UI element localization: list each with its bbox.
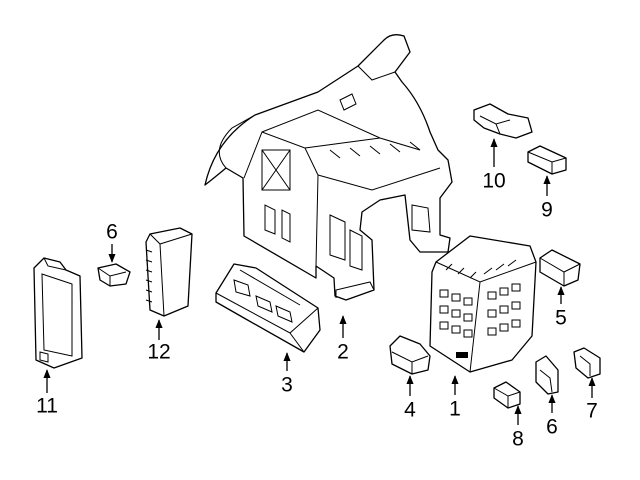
callout-6-right: 6: [546, 415, 558, 439]
part-10-clip: [473, 103, 533, 139]
part-6-fuse-left: [97, 263, 131, 287]
callout-1: 1: [449, 397, 461, 421]
part-6-fuse-right: [535, 355, 559, 395]
callout-5: 5: [555, 306, 567, 330]
callout-7: 7: [586, 399, 598, 423]
callout-2: 2: [337, 340, 349, 364]
part-2-bracket: [204, 34, 453, 301]
callout-8: 8: [512, 427, 524, 451]
callout-12: 12: [147, 340, 171, 364]
callout-6-left: 6: [106, 220, 118, 244]
part-9-relay: [527, 145, 567, 175]
part-7-fuse: [573, 347, 601, 379]
callout-10: 10: [482, 169, 506, 193]
part-12-cover: [145, 227, 193, 317]
part-4-relay: [389, 335, 431, 375]
part-5-relay: [539, 249, 581, 287]
leader-lines: [43, 138, 596, 425]
part-11-bracket: [33, 257, 83, 369]
callout-4: 4: [404, 398, 416, 422]
part-1-fuse-box: [429, 235, 537, 373]
callout-9: 9: [541, 198, 553, 222]
callout-3: 3: [281, 373, 293, 397]
part-3-tray: [215, 263, 321, 353]
part-8-fuse: [493, 381, 521, 409]
callout-11: 11: [36, 394, 58, 418]
